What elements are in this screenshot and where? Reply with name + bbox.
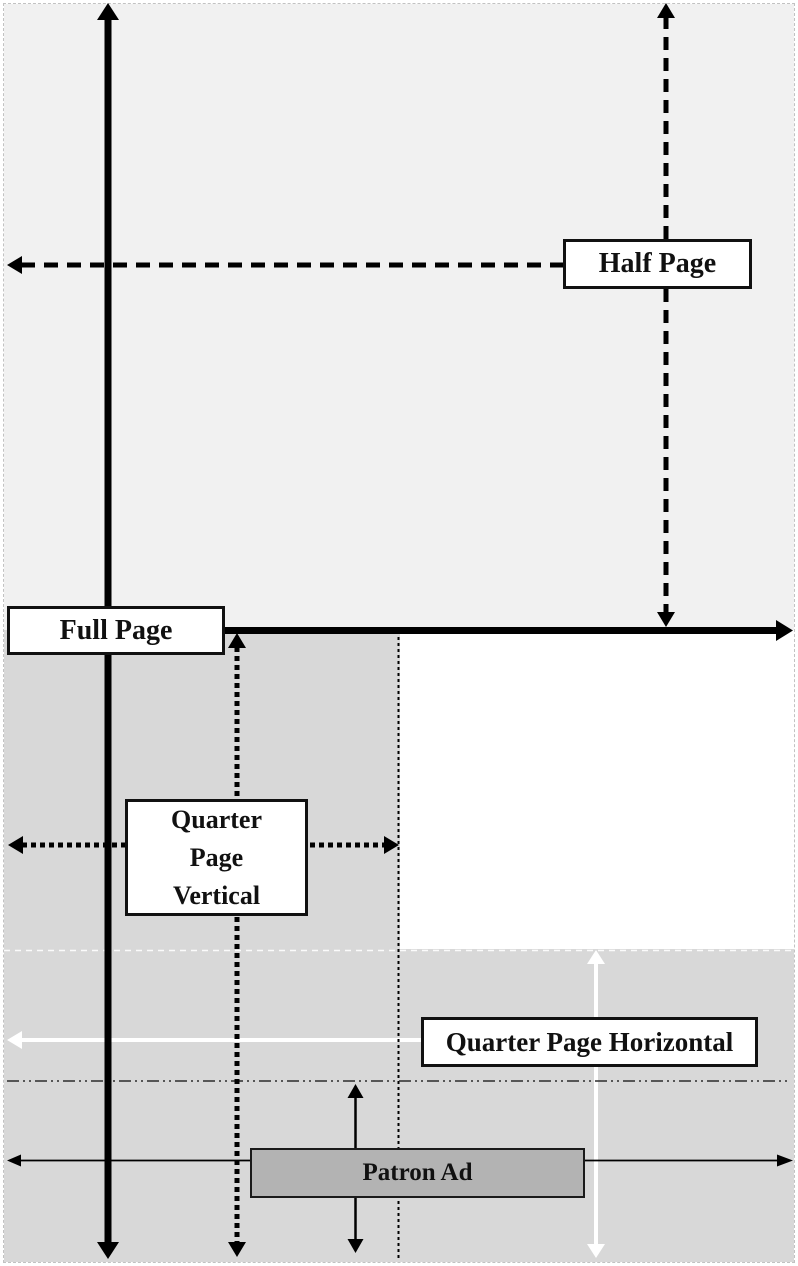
half-page-width-arrow	[7, 256, 563, 274]
patron-ad-label: Patron Ad	[250, 1148, 585, 1198]
half-page-label: Half Page	[563, 239, 752, 289]
half-page-label-text: Half Page	[598, 248, 717, 279]
half-page-region	[4, 4, 794, 630]
page-border	[3, 3, 795, 1263]
quarter-page-vertical-label-line2: Page	[189, 842, 244, 872]
quarter-page-vertical-label-line3: Vertical	[172, 880, 261, 910]
patron-ad-height-arrows	[347, 1084, 364, 1253]
quarter-page-vertical-height-arrow	[228, 633, 246, 1257]
full-page-label: Full Page	[7, 606, 225, 655]
quarter-page-vertical-label: Quarter Page Vertical	[125, 799, 308, 916]
quarter-page-vertical-label-line1: Quarter	[171, 804, 262, 834]
full-page-label-text: Full Page	[59, 614, 173, 646]
quarter-page-horizontal-height-arrow	[587, 950, 605, 1258]
quarter-page-horizontal-label: Quarter Page Horizontal	[421, 1017, 758, 1067]
half-page-height-arrow	[657, 3, 675, 627]
quarter-page-horizontal-label-text: Quarter Page Horizontal	[445, 1026, 734, 1057]
patron-ad-label-text: Patron Ad	[362, 1159, 473, 1186]
